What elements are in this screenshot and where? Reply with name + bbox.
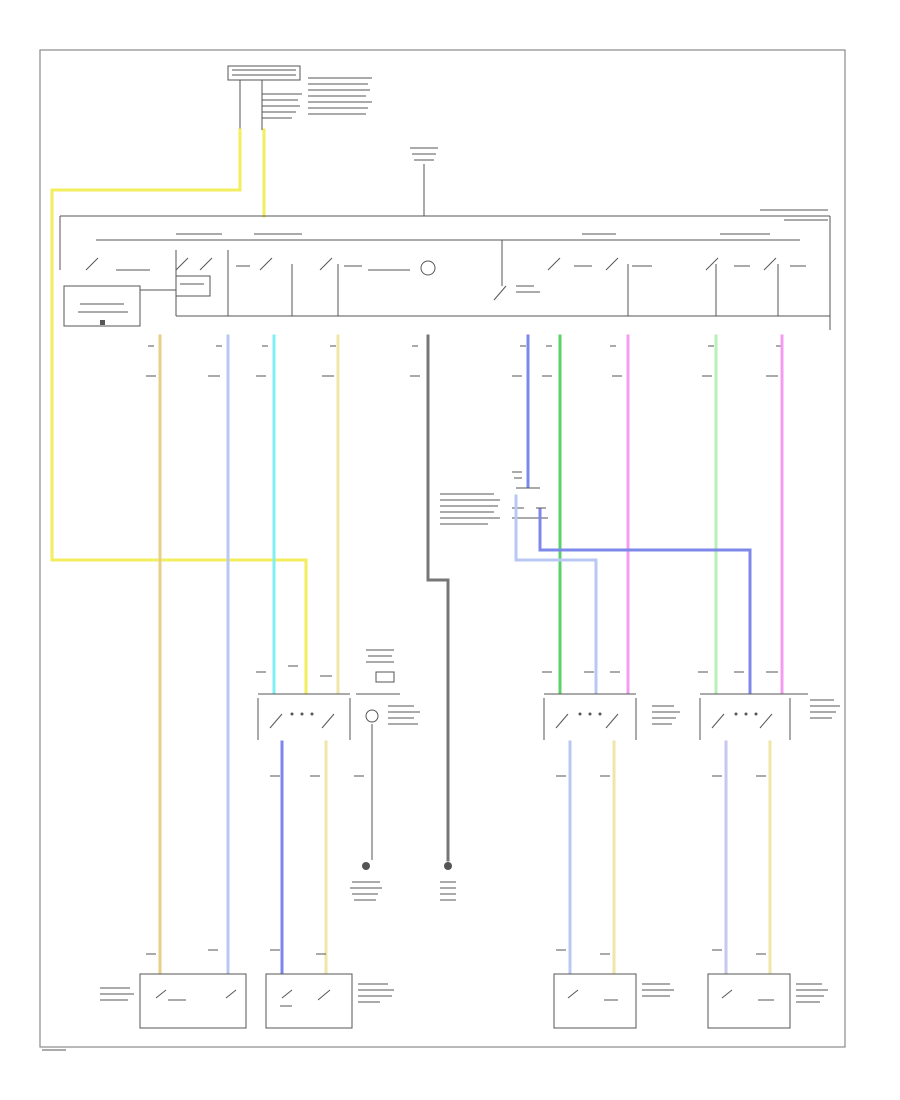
express-module (63, 285, 141, 327)
label-top-right (760, 209, 828, 221)
wire-blue-lockout-out-1 (514, 494, 598, 694)
fuse-block-top (227, 65, 372, 130)
ground-top (410, 147, 438, 216)
wire-yellow-loop (50, 174, 308, 694)
passenger-window-motor (265, 973, 394, 1029)
connector-labels-lower (146, 665, 778, 955)
right-rear-window-switch (699, 693, 840, 740)
ground-symbols-bottom (350, 862, 456, 901)
connector-labels-upper (146, 345, 782, 377)
wire-black-ground (426, 334, 450, 862)
wire-blue-lockout-out-2 (538, 508, 752, 694)
right-rear-window-motor (707, 973, 828, 1029)
diagram-frame (39, 49, 846, 1048)
passenger-window-switch (257, 649, 420, 740)
left-rear-window-switch (543, 693, 680, 740)
driver-window-motor (100, 973, 247, 1029)
left-rear-window-motor (553, 973, 674, 1029)
master-switch-assembly (85, 233, 830, 317)
rear-lockout-module (440, 471, 548, 525)
